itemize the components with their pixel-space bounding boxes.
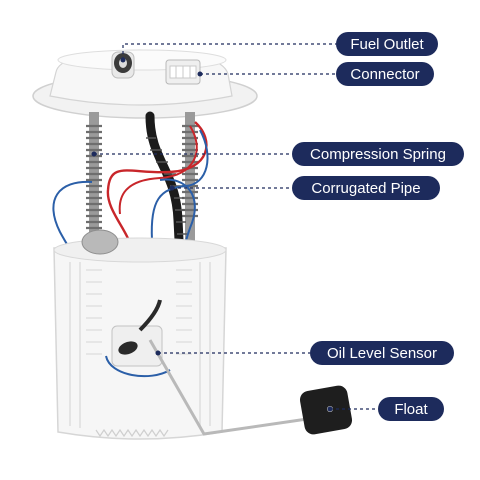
- callout-label-corrugated-pipe: Corrugated Pipe: [311, 180, 420, 197]
- callout-label-oil-level-sensor: Oil Level Sensor: [327, 345, 437, 362]
- connector-part: [166, 60, 200, 84]
- callout-compression-spring: Compression Spring: [292, 142, 464, 166]
- fuel-pump-module: [33, 50, 353, 439]
- callout-float: Float: [378, 397, 444, 421]
- callout-connector: Connector: [336, 62, 434, 86]
- callout-fuel-outlet: Fuel Outlet: [336, 32, 438, 56]
- callout-label-connector: Connector: [350, 66, 419, 83]
- callout-corrugated-pipe: Corrugated Pipe: [292, 176, 440, 200]
- callout-label-compression-spring: Compression Spring: [310, 146, 446, 163]
- callout-oil-level-sensor: Oil Level Sensor: [310, 341, 454, 365]
- callout-label-float: Float: [394, 401, 428, 418]
- fuel-outlet-part: [112, 52, 134, 78]
- top-flange: [33, 50, 257, 118]
- callout-label-fuel-outlet: Fuel Outlet: [350, 36, 424, 53]
